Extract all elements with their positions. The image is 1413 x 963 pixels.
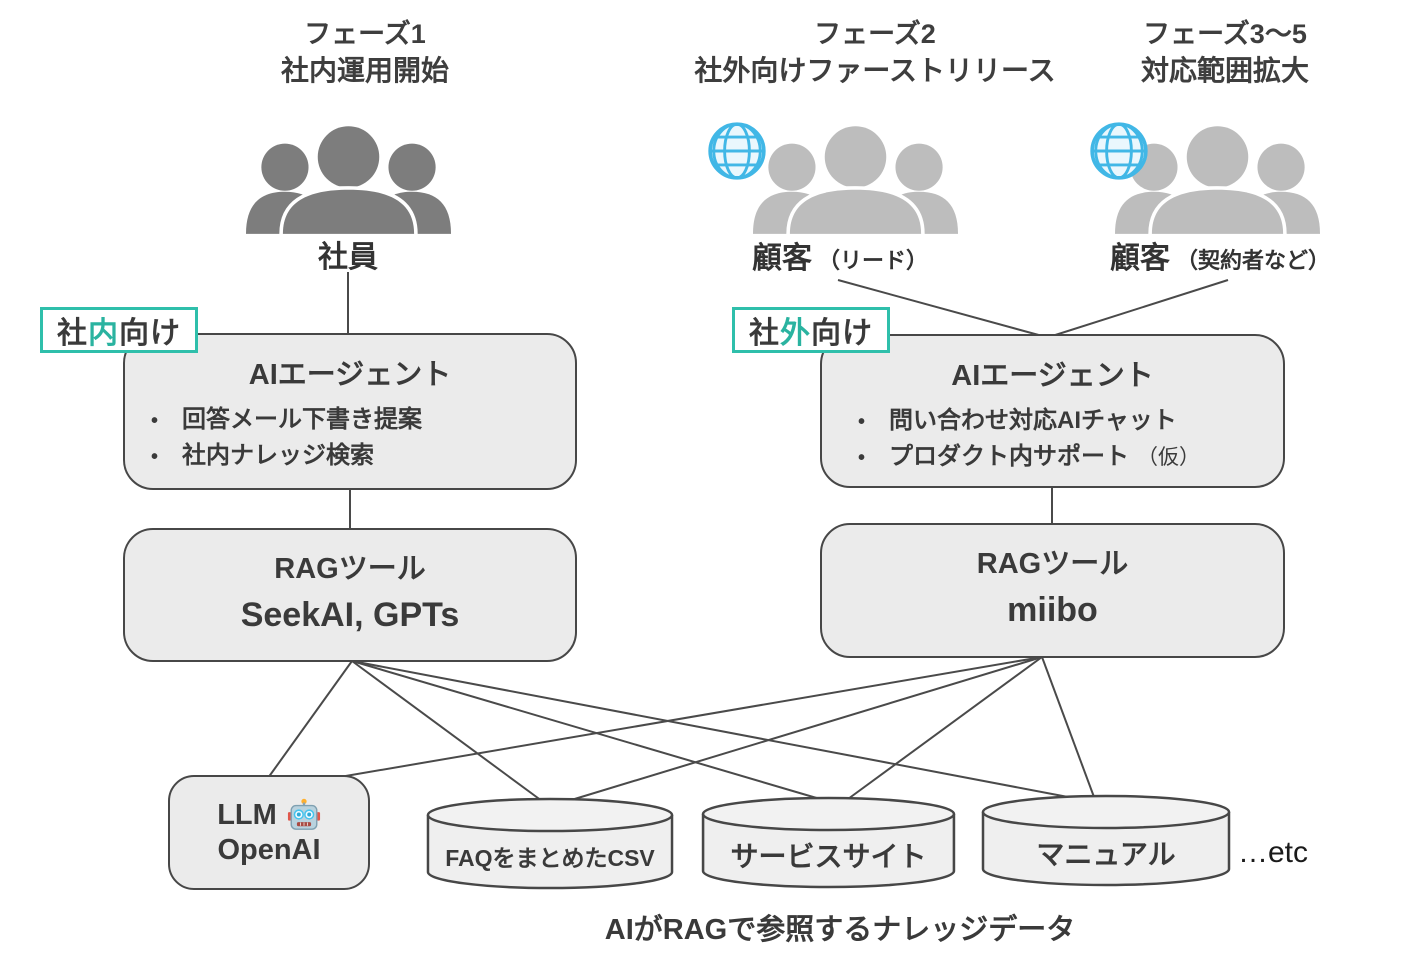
phase2-subtitle: 社外向けファーストリリース — [694, 55, 1056, 87]
tag-accent-text: 外 — [780, 317, 811, 350]
agent-title: AIエージェント — [248, 359, 452, 391]
bullet-text: プロダクト内サポート — [889, 443, 1130, 470]
cylinder-shape — [426, 797, 674, 890]
knowledge-cylinder-manual: マニュアル — [980, 792, 1232, 889]
audience-name: 社員 — [318, 241, 378, 274]
phase1-header: フェーズ1 社内運用開始 — [145, 16, 585, 90]
agent-bullet: プロダクト内サポート （仮） — [822, 439, 1283, 475]
robot-icon — [287, 798, 320, 830]
internal-rag-tool-box: RAGツール SeekAI, GPTs — [123, 528, 577, 662]
audience-name: 顧客 — [1109, 242, 1170, 275]
cylinder-label: サービスサイト — [730, 840, 927, 872]
tag-text: 社 — [57, 317, 88, 350]
external-rag-tool-box: RAGツール miibo — [820, 523, 1285, 658]
rag-tool-names: miibo — [1007, 591, 1098, 629]
llm-box: LLM OpenAI — [168, 775, 370, 890]
llm-label: LLM — [217, 798, 277, 831]
bullet-text: 問い合わせ対応AIチャット — [889, 407, 1177, 434]
bullet-note: （仮） — [1137, 446, 1201, 469]
agent-bullet: 問い合わせ対応AIチャット — [822, 403, 1283, 439]
tag-text: 社 — [749, 317, 780, 350]
cylinder-label: マニュアル — [1036, 838, 1176, 870]
external-ai-agent-box: AIエージェント 問い合わせ対応AIチャット プロダクト内サポート （仮） — [820, 334, 1285, 488]
llm-provider: OpenAI — [217, 834, 321, 866]
phase3-header: フェーズ3〜5 対応範囲拡大 — [1010, 16, 1413, 90]
audience-name: 顧客 — [751, 242, 812, 275]
globe-icon — [1090, 122, 1148, 180]
knowledge-cylinder-faq-csv: FAQをまとめたCSV — [425, 795, 675, 892]
rag-tool-names: SeekAI, GPTs — [240, 596, 460, 634]
cylinder-shape — [981, 794, 1231, 887]
bullet-text: 回答メール下書き提案 — [182, 406, 423, 433]
phase2-header: フェーズ2 社外向けファーストリリース — [610, 16, 1140, 90]
knowledge-cylinder-service-site: サービスサイト — [700, 794, 957, 891]
rag-title: RAGツール — [274, 553, 426, 585]
audience-label-customers-contract: 顧客（契約者など） — [1040, 233, 1400, 277]
people-group-icon — [1115, 126, 1320, 234]
phase1-subtitle: 社内運用開始 — [280, 55, 449, 87]
agent-title: AIエージェント — [951, 360, 1154, 392]
people-group-icon — [246, 126, 451, 234]
cylinder-shape — [701, 796, 956, 889]
internal-ai-agent-box: AIエージェント 回答メール下書き提案 社内ナレッジ検索 — [123, 333, 577, 490]
audience-note: （リード） — [817, 248, 928, 273]
external-facing-tag: 社外向け — [732, 307, 890, 353]
agent-bullet: 社内ナレッジ検索 — [125, 438, 575, 474]
knowledge-data-caption: AIがRAGで参照するナレッジデータ — [604, 914, 1076, 946]
agent-bullet: 回答メール下書き提案 — [125, 402, 575, 438]
globe-icon — [708, 122, 766, 180]
etc-text: …etc — [1238, 836, 1309, 869]
people-group-icon — [753, 126, 958, 234]
tag-text: 向け — [811, 317, 873, 350]
audience-note: （契約者など） — [1175, 248, 1330, 273]
phase3-subtitle: 対応範囲拡大 — [1140, 55, 1309, 87]
rag-title: RAGツール — [976, 548, 1129, 580]
phase2-title: フェーズ2 — [814, 19, 936, 49]
audience-label-customers-lead: 顧客（リード） — [690, 233, 990, 277]
tag-accent-text: 内 — [88, 317, 119, 350]
cylinder-label: FAQをまとめたCSV — [445, 844, 655, 871]
bullet-text: 社内ナレッジ検索 — [182, 442, 375, 469]
tag-text: 向け — [119, 317, 181, 350]
internal-facing-tag: 社内向け — [40, 307, 198, 353]
audience-label-employees: 社員 — [248, 232, 448, 276]
phase1-title: フェーズ1 — [304, 19, 426, 49]
phase3-title: フェーズ3〜5 — [1143, 19, 1307, 49]
